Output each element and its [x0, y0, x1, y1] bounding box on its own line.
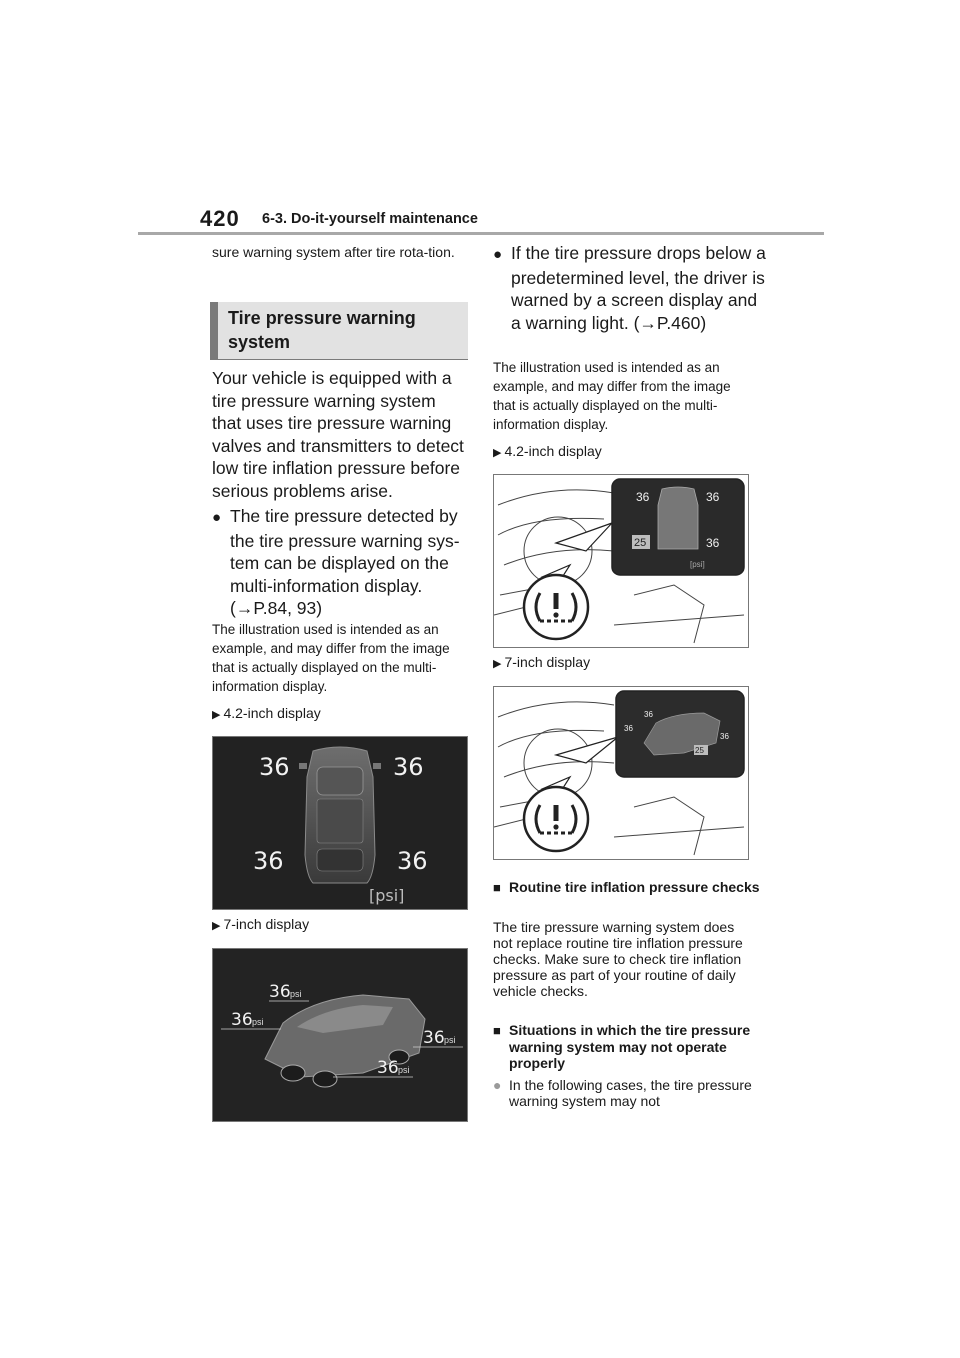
tpms-warning-icon: [522, 563, 590, 641]
bullet-pressure-display: ● The tire pressure detected by the tire …: [212, 505, 486, 620]
arrow-right-icon: ▶: [493, 447, 502, 459]
tire-rl-value: 36: [231, 1010, 253, 1030]
section-title: 6-3. Do-it-yourself maintenance: [262, 211, 478, 227]
unit-label: psi: [252, 1017, 264, 1027]
subheading-text: Routine tire inflation pressure checks: [509, 879, 760, 895]
car-body-shape: [299, 746, 381, 884]
display-42-label: 4.2-inch display: [223, 705, 321, 721]
tire-rl-low-value: 25: [634, 537, 646, 549]
tpms-screen-inset: 36 36 36 25: [615, 690, 745, 778]
leader-lines: [221, 1000, 463, 1078]
display-42-label-row: ▶4.2-inch display: [212, 705, 321, 721]
cockpit-line-drawing: 36 36 36 25: [493, 690, 745, 856]
section-heading: Tire pressure warning system: [210, 302, 468, 360]
tire-fr-value: 36: [393, 753, 424, 781]
cockpit-line-drawing: 36 36 25 36 [psi]: [493, 478, 745, 644]
illustration-note: The illustration used is intended as an …: [212, 622, 450, 694]
subheading-routine-checks: ■ Routine tire inflation pressure checks: [493, 879, 765, 896]
tpms-screen-inset: 36 36 25 36 [psi]: [611, 478, 745, 576]
tire-fl-value: 36: [644, 710, 653, 719]
unit-label: psi: [444, 1035, 456, 1045]
unit-label: psi: [398, 1065, 410, 1075]
square-bullet-icon: ■: [493, 880, 501, 895]
car-perspective-image: 36 psi 36 psi 36 psi 36 psi: [213, 949, 467, 1121]
routine-checks-paragraph: The tire pressure warning system does no…: [493, 919, 743, 999]
list-item-text: In the following cases, the tire pressur…: [509, 1077, 752, 1109]
display-7-label-row: ▶7-inch display: [493, 654, 590, 670]
illustration-7-inch-display: 36 psi 36 psi 36 psi 36 psi: [212, 948, 468, 1122]
tire-fl-value: 36: [636, 490, 650, 504]
bullet-warning: ● If the tire pressure drops below a pred…: [493, 242, 767, 334]
bullet-icon: ●: [493, 246, 503, 263]
tire-fr-value: 36: [720, 732, 729, 741]
illustration-note: The illustration used is intended as an …: [493, 360, 731, 432]
header-divider: [138, 232, 824, 235]
car-topview-image: 36 36 36 36 [psi]: [213, 737, 467, 909]
tire-rr-low-value: 25: [695, 746, 704, 755]
tire-fr-value: 36: [423, 1028, 445, 1048]
tire-fr-value: 36: [706, 490, 720, 504]
tire-rr-value: 36: [377, 1058, 399, 1078]
display-7-label: 7-inch display: [504, 654, 591, 670]
arrow-right-icon: ▶: [212, 920, 221, 932]
arrow-right-icon: ▶: [212, 709, 221, 721]
display-7-label: 7-inch display: [223, 916, 310, 932]
arrow-right-icon: ▶: [493, 658, 502, 670]
subheading-situations: ■ Situations in which the tire pressure w…: [493, 1022, 765, 1071]
bullet-icon: ●: [212, 509, 222, 526]
illustration-42-inch-display: 36 36 36 36 [psi]: [212, 736, 468, 910]
illustration-warning-42-inch: 36 36 25 36 [psi]: [493, 474, 749, 648]
tire-fl-value: 36: [269, 982, 291, 1002]
tire-rr-value: 36: [706, 536, 720, 550]
display-7-label-row: ▶7-inch display: [212, 916, 309, 932]
situations-list-item: ● In the following cases, the tire pressu…: [493, 1077, 765, 1109]
display-42-label: 4.2-inch display: [504, 443, 602, 459]
tire-fl-value: 36: [259, 753, 290, 781]
unit-label: psi: [290, 989, 302, 999]
continued-text: sure warning system after tire rota-tion…: [212, 244, 455, 260]
unit-label: [psi]: [369, 886, 404, 905]
tire-rr-value: 36: [397, 847, 428, 875]
tire-rl-value: 36: [253, 847, 284, 875]
bullet-text: The tire pressure detected by the tire p…: [230, 506, 460, 618]
illustration-warning-7-inch: 36 36 36 25: [493, 686, 749, 860]
page-number: 420: [200, 206, 240, 231]
unit-label: [psi]: [690, 560, 705, 569]
subheading-text: Situations in which the tire pressure wa…: [509, 1022, 751, 1071]
tire-rl-value: 36: [624, 724, 633, 733]
dot-bullet-icon: ●: [493, 1077, 502, 1093]
car-3d-shape: [264, 994, 426, 1088]
display-42-label-row: ▶4.2-inch display: [493, 443, 602, 459]
square-bullet-icon: ■: [493, 1023, 501, 1038]
intro-paragraph: Your vehicle is equipped with a tire pre…: [212, 368, 464, 501]
bullet-text: If the tire pressure drops below a prede…: [511, 243, 766, 333]
tpms-warning-icon: [522, 775, 590, 853]
